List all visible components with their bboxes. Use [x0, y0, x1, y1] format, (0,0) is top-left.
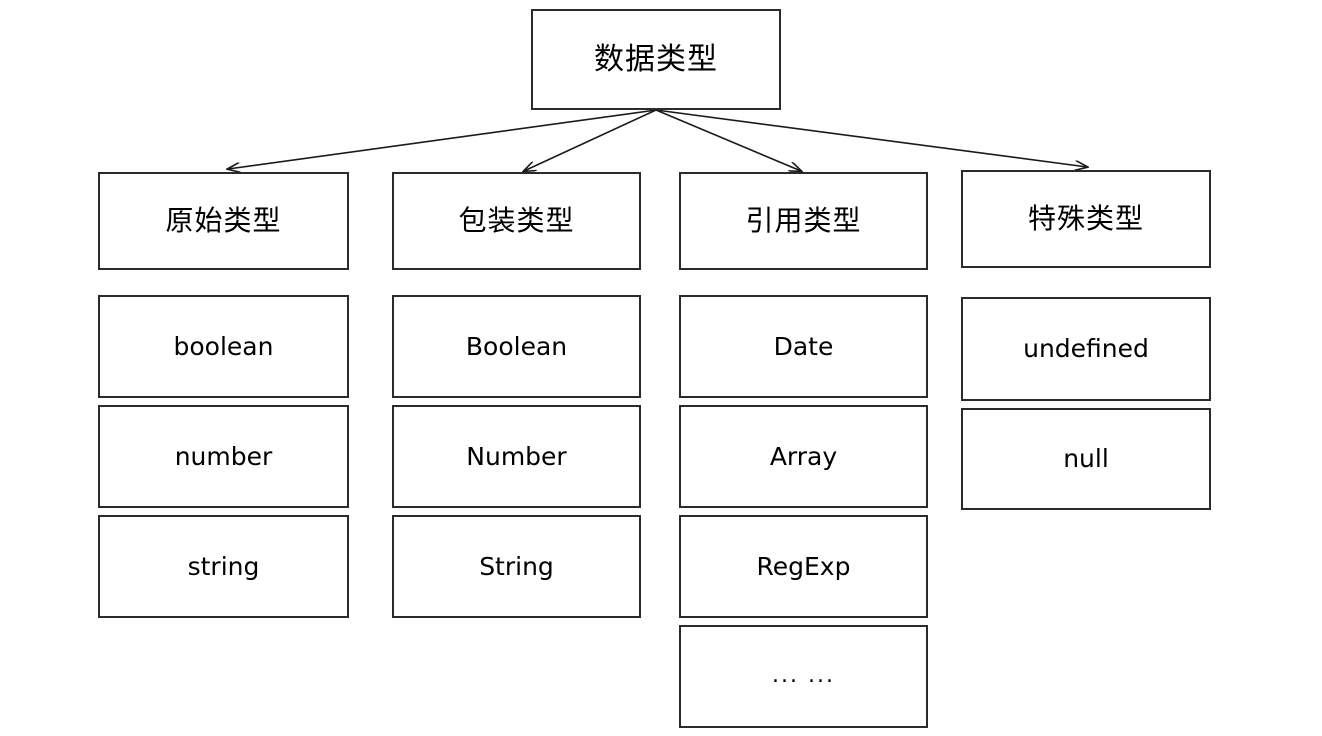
node-leaf-3-4-label: ... ...	[772, 663, 835, 689]
node-category-2[interactable]: 包装类型	[392, 172, 641, 270]
node-leaf-3-1[interactable]: Date	[679, 295, 928, 398]
node-root-data-type[interactable]: 数据类型	[531, 9, 781, 110]
node-leaf-1-2-label: number	[174, 441, 273, 471]
node-leaf-1-2[interactable]: number	[98, 405, 349, 508]
node-leaf-3-3[interactable]: RegExp	[679, 515, 928, 618]
node-leaf-1-3-label: string	[187, 551, 260, 581]
edge-arrow	[655, 109, 801, 171]
node-leaf-3-1-label: Date	[773, 331, 834, 361]
node-leaf-3-3-label: RegExp	[756, 551, 851, 581]
node-leaf-2-1[interactable]: Boolean	[392, 295, 641, 398]
node-leaf-3-2[interactable]: Array	[679, 405, 928, 508]
node-root-label: 数据类型	[594, 42, 718, 77]
node-category-1[interactable]: 原始类型	[98, 172, 349, 270]
node-leaf-3-4[interactable]: ... ...	[679, 625, 928, 728]
node-leaf-2-2[interactable]: Number	[392, 405, 641, 508]
node-leaf-1-3[interactable]: string	[98, 515, 349, 618]
node-leaf-3-2-label: Array	[769, 441, 838, 471]
node-leaf-4-1[interactable]: undefined	[961, 297, 1211, 401]
node-category-1-label: 原始类型	[165, 203, 282, 237]
node-leaf-1-1-label: boolean	[173, 331, 274, 361]
edge-arrow	[228, 109, 657, 169]
node-category-3-label: 引用类型	[745, 203, 862, 237]
node-leaf-4-2-label: null	[1063, 444, 1109, 474]
node-leaf-2-3[interactable]: String	[392, 515, 641, 618]
edge-arrow	[524, 109, 657, 171]
node-category-4-label: 特殊类型	[1027, 201, 1144, 235]
node-leaf-4-1-label: undefined	[1023, 334, 1149, 364]
node-category-4[interactable]: 特殊类型	[961, 170, 1211, 268]
edge-arrow	[655, 109, 1087, 167]
node-category-2-label: 包装类型	[458, 203, 575, 237]
node-leaf-2-3-label: String	[479, 551, 554, 581]
node-leaf-2-1-label: Boolean	[465, 331, 568, 361]
node-leaf-4-2[interactable]: null	[961, 408, 1211, 510]
node-leaf-1-1[interactable]: boolean	[98, 295, 349, 398]
node-category-3[interactable]: 引用类型	[679, 172, 928, 270]
edges-group	[228, 109, 1087, 171]
node-leaf-2-2-label: Number	[466, 441, 567, 471]
